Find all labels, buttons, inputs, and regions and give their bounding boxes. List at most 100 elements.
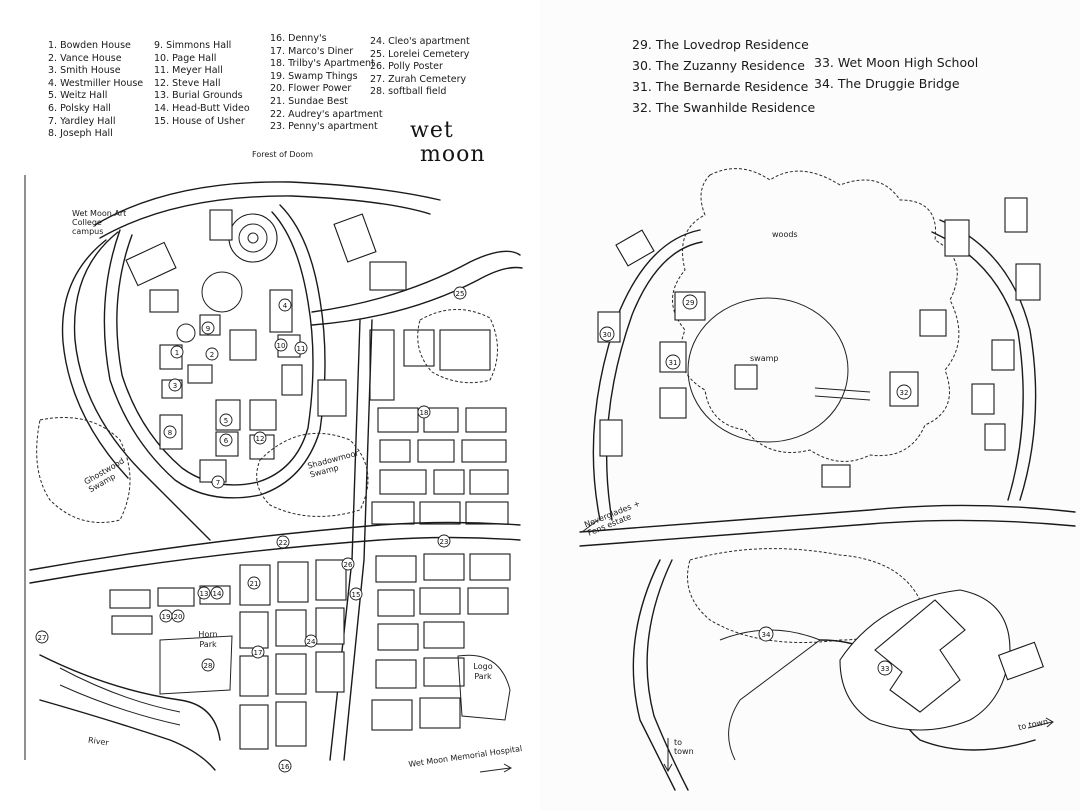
marker-23[interactable]: 23 — [437, 534, 451, 548]
north-building — [369, 261, 407, 291]
main-avenue — [29, 521, 521, 571]
marker-12[interactable]: 12 — [253, 431, 267, 445]
marker-29[interactable]: 29 — [682, 294, 698, 310]
legend-item: 20. Flower Power — [270, 83, 352, 95]
marker-30[interactable]: 30 — [599, 326, 615, 342]
city-block — [371, 699, 413, 731]
marker-13[interactable]: 13 — [197, 586, 211, 600]
marker-6[interactable]: 6 — [219, 433, 233, 447]
label-swamp: swamp — [750, 354, 779, 363]
city-block — [239, 704, 269, 750]
house — [1015, 263, 1041, 301]
marker-20[interactable]: 20 — [171, 609, 185, 623]
svg-text:24: 24 — [307, 638, 316, 646]
cemetery-trees — [417, 309, 498, 384]
svg-text:12: 12 — [256, 435, 265, 443]
east-town-grid — [369, 329, 509, 525]
map-title-word-2: moon — [420, 142, 486, 167]
svg-text:1: 1 — [175, 349, 179, 357]
campus-building — [187, 364, 213, 384]
label-campus: Wet Moon Art College campus — [72, 209, 127, 236]
marker-28[interactable]: 28 — [201, 658, 215, 672]
campus-building — [209, 209, 233, 241]
marker-7[interactable]: 7 — [211, 475, 225, 489]
svg-text:16: 16 — [281, 763, 290, 771]
north-building — [333, 213, 377, 263]
city-block — [315, 651, 345, 693]
marker-9[interactable]: 9 — [201, 321, 215, 335]
marker-18[interactable]: 18 — [417, 405, 431, 419]
legend-item: 23. Penny's apartment — [270, 121, 378, 133]
city-block — [377, 589, 415, 617]
campus-building — [269, 289, 293, 333]
house — [1004, 197, 1028, 233]
ghostwood-swamp-edge — [36, 417, 131, 523]
marker-33[interactable]: 33 — [877, 660, 893, 676]
arrow-to-town-right — [1027, 721, 1053, 729]
marker-4[interactable]: 4 — [278, 298, 292, 312]
marker-16[interactable]: 16 — [278, 759, 292, 773]
hospital-arrow — [479, 767, 511, 773]
svg-text:2: 2 — [210, 351, 214, 359]
legend-item: 18. Trilby's Apartment — [270, 58, 375, 70]
campus-building — [149, 289, 179, 313]
south-road — [632, 559, 676, 791]
city-block — [315, 607, 345, 645]
marker-19[interactable]: 19 — [159, 609, 173, 623]
south-road-2 — [646, 559, 689, 791]
city-block — [369, 329, 395, 401]
house — [734, 364, 758, 390]
legend-item: 26. Polly Poster — [370, 61, 443, 73]
svg-text:20: 20 — [174, 613, 183, 621]
marker-10[interactable]: 10 — [274, 338, 288, 352]
city-block — [239, 655, 269, 697]
marker-32[interactable]: 32 — [896, 384, 912, 400]
svg-text:3: 3 — [173, 382, 177, 390]
marker-15[interactable]: 15 — [349, 587, 363, 601]
marker-3[interactable]: 3 — [168, 378, 182, 392]
marker-11[interactable]: 11 — [294, 341, 308, 355]
marker-5[interactable]: 5 — [219, 413, 233, 427]
marker-8[interactable]: 8 — [163, 425, 177, 439]
city-block — [467, 587, 509, 615]
legend-item: 30. The Zuzanny Residence — [632, 58, 805, 73]
marker-31[interactable]: 31 — [665, 354, 681, 370]
marker-14[interactable]: 14 — [210, 586, 224, 600]
woods-tree-line — [672, 168, 960, 462]
marker-26[interactable]: 26 — [341, 557, 355, 571]
city-block — [419, 587, 461, 615]
marker-25[interactable]: 25 — [453, 286, 467, 300]
legend-item: 25. Lorelei Cemetery — [370, 48, 470, 60]
school-annex — [997, 641, 1045, 681]
legend-item: 16. Denny's — [270, 33, 327, 44]
legend-item: 31. The Bernarde Residence — [632, 79, 809, 94]
marker-24[interactable]: 24 — [304, 634, 318, 648]
legend-item: 14. Head-Butt Video — [154, 102, 250, 114]
legend-column-4: 24. Cleo's apartment 25. Lorelei Cemeter… — [370, 36, 470, 99]
house — [821, 464, 851, 488]
label-horn-park: Horn Park — [198, 630, 218, 649]
city-block — [109, 589, 151, 609]
marker-34[interactable]: 34 — [758, 626, 774, 642]
marker-17[interactable]: 17 — [251, 645, 265, 659]
legend-column-3: 16. Denny's 17. Marco's Diner 18. Trilby… — [270, 33, 383, 134]
legend-column-1: 1. Bowden House 2. Vance House 3. Smith … — [48, 40, 143, 141]
city-block — [239, 611, 269, 649]
svg-text:6: 6 — [224, 437, 229, 445]
west-loop-road — [73, 231, 211, 541]
city-block — [111, 615, 153, 635]
arrow-neverglades — [581, 519, 599, 533]
campus-ring-road-inner — [116, 211, 314, 486]
west-curve-road-2 — [605, 241, 703, 521]
house — [615, 229, 655, 267]
marker-1[interactable]: 1 — [170, 345, 184, 359]
svg-text:25: 25 — [456, 290, 465, 298]
marker-2[interactable]: 2 — [205, 347, 219, 361]
marker-21[interactable]: 21 — [247, 576, 261, 590]
marker-27[interactable]: 27 — [35, 630, 49, 644]
svg-text:17: 17 — [254, 649, 263, 657]
marker-22[interactable]: 22 — [276, 535, 290, 549]
legend-item: 1. Bowden House — [48, 40, 131, 51]
legend-residences: 29. The Lovedrop Residence 30. The Zuzan… — [632, 34, 815, 118]
campus-building — [317, 379, 347, 417]
